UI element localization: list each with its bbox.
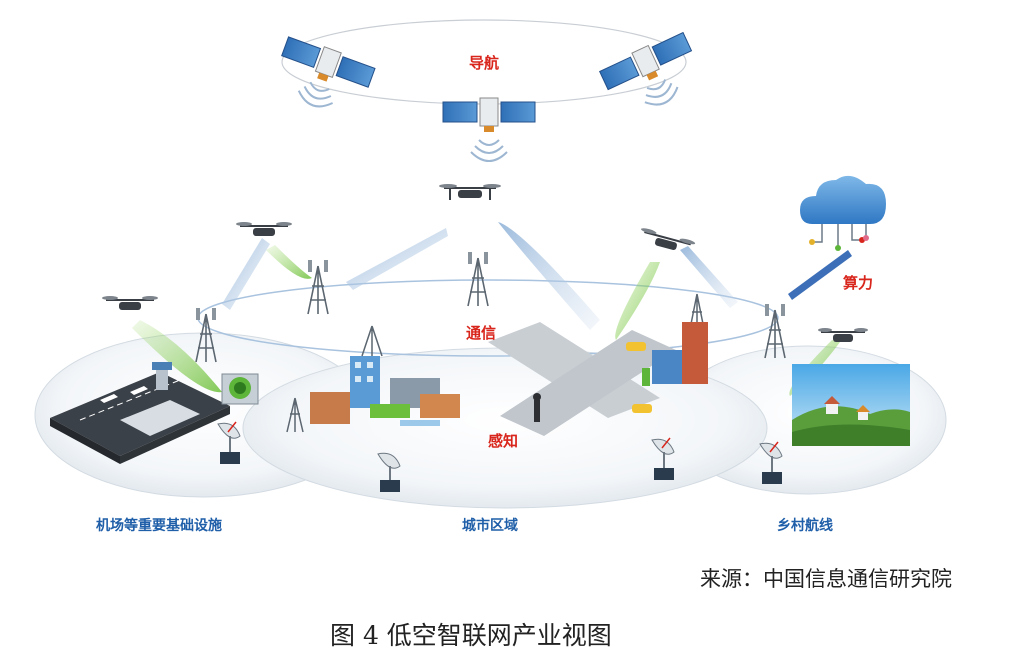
source-note: 来源：中国信息通信研究院	[700, 567, 952, 591]
satellite-dish-icon	[217, 421, 241, 464]
cell-tower-icon	[764, 304, 786, 359]
figure-caption: 图 4 低空智联网产业视图	[330, 621, 612, 650]
beam-green-3	[615, 262, 660, 340]
cell-tower-icon	[195, 308, 217, 363]
city-illustration	[310, 325, 460, 426]
cell-tower-icon	[307, 260, 329, 315]
satellite-right-icon	[598, 31, 693, 106]
beam-green-1	[266, 245, 312, 279]
city-zone-label: 城市区域	[462, 518, 518, 534]
intersection-illustration	[488, 322, 676, 436]
drone-right-icon	[641, 228, 696, 251]
satellite-dish-icon	[651, 437, 675, 480]
radar-dome-icon	[221, 373, 259, 405]
beam-blue-4	[680, 246, 738, 308]
beam-blue-1	[346, 228, 448, 290]
rural-landscape-illustration	[792, 364, 910, 446]
drone-left-icon	[236, 222, 292, 236]
airport-zone-label: 机场等重要基础设施	[96, 518, 222, 534]
drone-far-right-icon	[818, 328, 868, 342]
cloud-computing-icon	[800, 175, 886, 251]
satellite-dish-icon	[377, 452, 401, 492]
cell-tower-icon	[467, 252, 489, 307]
drone-top-icon	[439, 184, 501, 200]
navigation-label: 导航	[469, 54, 500, 72]
beam-blue-2	[498, 222, 600, 330]
sensing-label: 感知	[488, 432, 519, 450]
communication-label: 通信	[466, 324, 497, 342]
cell-tower-icon	[286, 397, 304, 433]
computing-label: 算力	[843, 274, 874, 292]
airport-illustration	[50, 362, 230, 464]
beam-blue-3	[222, 238, 270, 310]
satellite-left-icon	[281, 36, 376, 108]
rural-zone-label: 乡村航线	[777, 518, 833, 534]
cell-tower-icon	[688, 293, 706, 335]
satellite-center-icon	[442, 97, 536, 162]
beam-blue-5	[788, 250, 852, 300]
satellite-dish-icon	[759, 441, 783, 484]
drone-far-left-icon	[102, 296, 158, 310]
house-illustration	[642, 322, 708, 386]
beam-green-2	[132, 320, 222, 393]
